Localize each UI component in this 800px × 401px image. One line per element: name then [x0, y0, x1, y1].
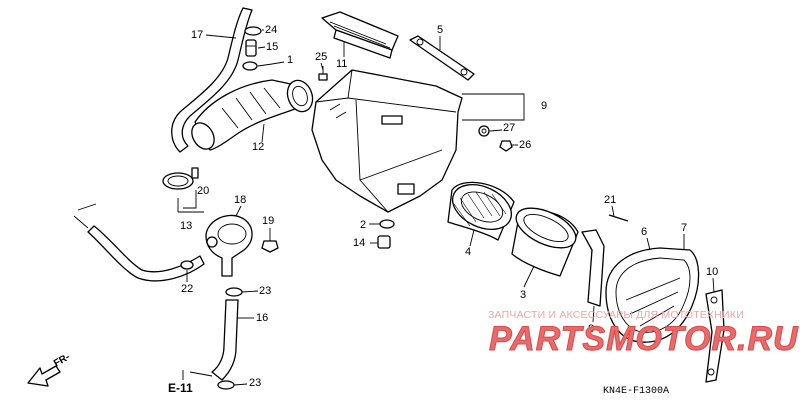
leader-lines	[177, 29, 715, 386]
callout-23-upper: 23	[259, 285, 272, 297]
side-cover-6-7	[605, 247, 700, 343]
bolt-26	[499, 140, 513, 152]
callout-19: 19	[262, 215, 275, 227]
callout-20: 20	[197, 185, 210, 197]
seal-strip-8	[581, 229, 605, 307]
callout-18: 18	[234, 194, 247, 206]
callout-27: 27	[503, 122, 516, 134]
callout-11: 11	[336, 58, 348, 70]
air-cleaner-element-4	[447, 181, 515, 241]
clip-23-upper	[225, 287, 243, 297]
bolt-27	[478, 125, 490, 137]
callout-14: 14	[353, 237, 366, 249]
separator-18	[205, 214, 253, 277]
callout-4: 4	[465, 246, 472, 258]
callout-5: 5	[437, 24, 444, 36]
connecting-tube-12	[191, 79, 314, 151]
callout-8: 8	[588, 323, 595, 335]
callout-21: 21	[604, 194, 617, 206]
tube-16	[211, 299, 239, 381]
clip-24	[244, 26, 262, 36]
callout-22: 22	[181, 283, 194, 295]
callout-26: 26	[519, 139, 532, 151]
callout-23-lower: 23	[249, 377, 262, 389]
callout-2: 2	[360, 219, 367, 231]
air-cleaner-case-9	[311, 69, 463, 213]
callout-15: 15	[266, 41, 279, 53]
element-foam-3	[511, 207, 579, 277]
callout-9: 9	[541, 100, 548, 112]
breather-tube-17	[171, 7, 253, 153]
callout-16: 16	[256, 312, 269, 324]
screw-21	[608, 214, 629, 222]
fitting-15	[245, 39, 257, 57]
callout-17: 17	[191, 29, 204, 41]
drain-hose-22	[73, 203, 205, 282]
bracket-5	[409, 35, 475, 81]
watermark-caption: ЗАПЧАСТИ И АКСЕССУАРЫ ДЛЯ МОТОТЕХНИКИ	[488, 309, 744, 321]
clip-23-lower	[217, 380, 235, 390]
callout-12: 12	[252, 141, 265, 153]
front-direction-arrow-icon	[27, 365, 61, 387]
callout-10: 10	[706, 266, 719, 278]
hose-clamp-20	[162, 167, 199, 190]
callout-7: 7	[681, 222, 688, 234]
fitting-14	[377, 235, 391, 249]
o-ring-1	[242, 61, 258, 71]
bolt-19	[261, 232, 279, 253]
callout-24: 24	[265, 24, 278, 36]
section-reference: E-11	[168, 381, 193, 395]
callout-25: 25	[315, 51, 328, 63]
callout-6: 6	[641, 226, 648, 238]
callout-3: 3	[520, 289, 527, 301]
clip-2	[379, 219, 395, 229]
watermark-logo: PARTSMOTOR.RU	[489, 320, 799, 359]
top-cover-11	[321, 11, 399, 59]
stay-10	[705, 289, 725, 383]
callout-13: 13	[180, 220, 193, 232]
diagram-code: KN4E-F1300A	[603, 386, 670, 397]
callout-1: 1	[287, 54, 294, 66]
bolt-25	[318, 66, 328, 81]
